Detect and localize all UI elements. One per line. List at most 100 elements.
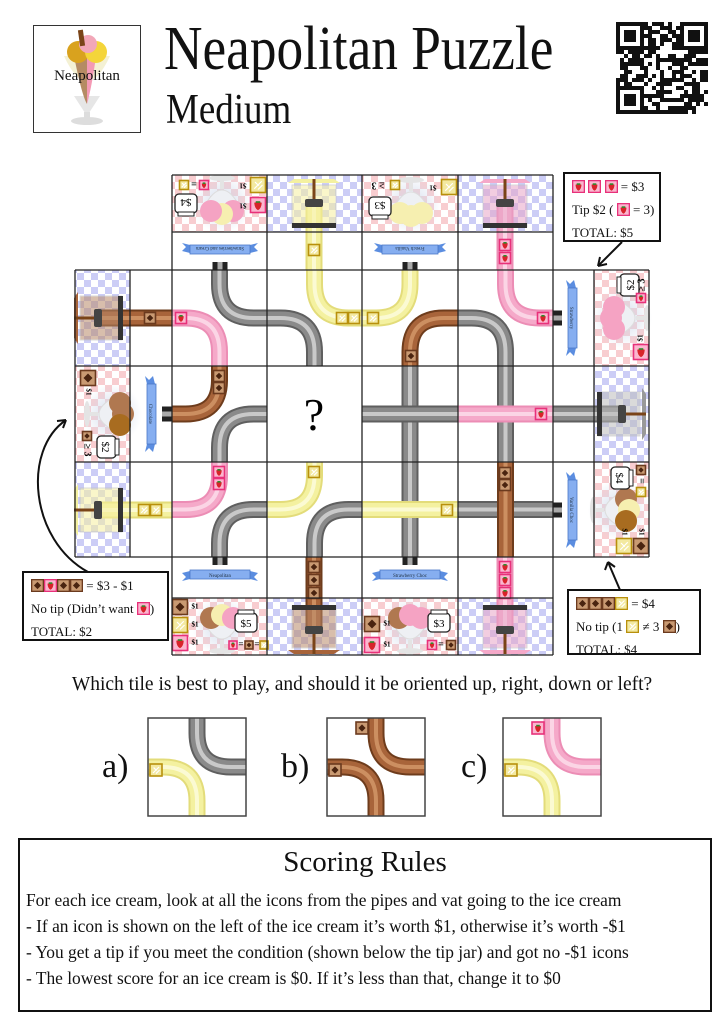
strawberry-icon <box>174 311 188 325</box>
chocolate-pipe <box>327 758 385 816</box>
chocolate-icon <box>30 577 45 598</box>
tip-amount: $2 <box>99 442 111 453</box>
note-line1: = $4 <box>631 596 655 611</box>
vanilla-icon <box>171 616 189 634</box>
pipe-tile[interactable] <box>267 270 362 366</box>
qr-code[interactable] <box>616 22 708 114</box>
rule-line: - The lowest score for an ice cream is $… <box>26 968 561 988</box>
vanilla-icon <box>440 178 458 196</box>
option-b-label[interactable]: b) <box>281 748 310 785</box>
chocolate-icon <box>81 430 93 442</box>
tip-condition: ≥ 3 <box>372 180 385 191</box>
chocolate-vat-icon <box>288 605 340 654</box>
chocolate-icon <box>244 640 254 650</box>
strawberry-icon <box>498 586 512 600</box>
vanilla-icon <box>149 763 163 777</box>
pipe-tile[interactable] <box>172 462 267 557</box>
question-text: Which tile is best to play, and should i… <box>71 674 653 695</box>
strawberry-icon <box>212 477 226 491</box>
note-line2: = 3) <box>632 202 655 217</box>
pipe-tile[interactable] <box>362 270 458 366</box>
empty-tile-slot[interactable] <box>268 367 361 461</box>
strawberry-icon <box>198 179 210 191</box>
note-line1: = $3 <box>620 179 645 194</box>
score-note-vanilla-choc: = $4 No tip (1 ≠ 3 ) TOTAL: $4 <box>567 589 701 657</box>
note-total: TOTAL: $2 <box>31 624 93 639</box>
rule-line: For each ice cream, look at all the icon… <box>26 890 622 910</box>
center-tile-question-mark[interactable]: ? <box>304 389 324 440</box>
tip-condition: = <box>191 179 197 190</box>
vanilla-icon <box>614 595 629 616</box>
chocolate-icon <box>601 595 616 616</box>
worth-label: $1 <box>429 183 437 191</box>
ice-cream-sundae-icon <box>592 288 652 348</box>
arrowhead-icon <box>597 256 608 267</box>
tip-condition: ≥ 3 <box>636 279 647 292</box>
chocolate-icon <box>662 619 676 634</box>
option-tile-b[interactable] <box>326 717 426 817</box>
option-tile-a[interactable] <box>147 717 247 817</box>
strawberry-icon <box>363 636 381 654</box>
tip-condition: = <box>238 639 243 649</box>
vanilla-vat-icon <box>74 484 123 536</box>
vanilla-icon <box>615 537 633 555</box>
worth-label: $1 <box>637 334 645 342</box>
ice-cream-name-banner: Strawberries and Cream <box>182 243 258 255</box>
chocolate-icon <box>328 763 342 777</box>
tip-jar-icon: $2 <box>96 435 120 459</box>
score-note-strawberry: = $3 Tip $2 ( = 3) TOTAL: $5 <box>563 172 661 242</box>
ice-cream-name: Strawberry Choc <box>393 574 428 579</box>
note-total: TOTAL: $4 <box>576 642 638 657</box>
pipe-tile[interactable] <box>458 270 553 366</box>
chocolate-icon <box>56 578 71 593</box>
worth-label: $1 <box>84 389 92 397</box>
worth-label: $1 <box>239 181 247 189</box>
strawberry-icon <box>43 577 58 598</box>
ice-cream-sundae-icon <box>588 480 648 540</box>
note-line2: Tip $2 ( <box>572 202 614 217</box>
worth-label: $1 <box>384 620 392 628</box>
ice-cream-name: Chocolate <box>147 404 152 425</box>
pipe-tile[interactable] <box>458 366 553 462</box>
pipe-tile[interactable] <box>267 462 362 557</box>
pipe-tile[interactable] <box>172 270 267 366</box>
strawberry-icon <box>498 573 512 587</box>
option-a-label[interactable]: a) <box>102 748 129 785</box>
option-c-label[interactable]: c) <box>461 748 488 785</box>
pipe-tile[interactable] <box>362 366 458 462</box>
chocolate-icon <box>635 464 647 476</box>
logo-label: Neapolitan <box>54 68 120 84</box>
vanilla-icon <box>625 619 640 634</box>
difficulty-label: Medium <box>166 87 292 133</box>
pipe-tile[interactable] <box>458 462 553 557</box>
worth-label: $1 <box>384 641 392 649</box>
pipe-tile[interactable] <box>362 462 458 557</box>
chocolate-icon <box>307 573 321 587</box>
strawberry-vat-icon <box>479 605 531 654</box>
strawberry-icon <box>635 292 647 304</box>
grid-lines <box>74 174 650 656</box>
note-line2: No tip (1 <box>576 619 623 634</box>
tip-jar-icon: $4 <box>174 193 198 217</box>
ice-cream-name: Strawberries and Cream <box>196 245 244 250</box>
chocolate-icon <box>307 560 321 574</box>
worth-label: $1 <box>620 529 628 537</box>
note-line2: ) <box>675 619 680 634</box>
ice-cream-name: Vanilla Choc <box>568 497 573 524</box>
pipe-tile[interactable] <box>172 366 267 462</box>
tip-jar-icon: $2 <box>616 273 640 297</box>
strawberry-icon <box>587 178 602 199</box>
rule-line: - You get a tip if you meet the conditio… <box>26 942 629 962</box>
tip-amount: $3 <box>434 618 446 630</box>
vanilla-pipe <box>148 758 206 816</box>
chocolate-icon <box>69 578 84 593</box>
strawberry-icon <box>136 601 151 616</box>
worth-label: $1 <box>192 621 200 629</box>
score-note-chocolate: = $3 - $1 No tip (Didn’t want ) TOTAL: $… <box>22 571 169 641</box>
option-tile-c[interactable] <box>502 717 602 817</box>
vanilla-icon <box>389 179 401 191</box>
vanilla-icon <box>259 640 269 650</box>
rule-line: - If an icon is shown on the left of the… <box>26 916 626 936</box>
empty-vat-icon <box>597 388 646 440</box>
